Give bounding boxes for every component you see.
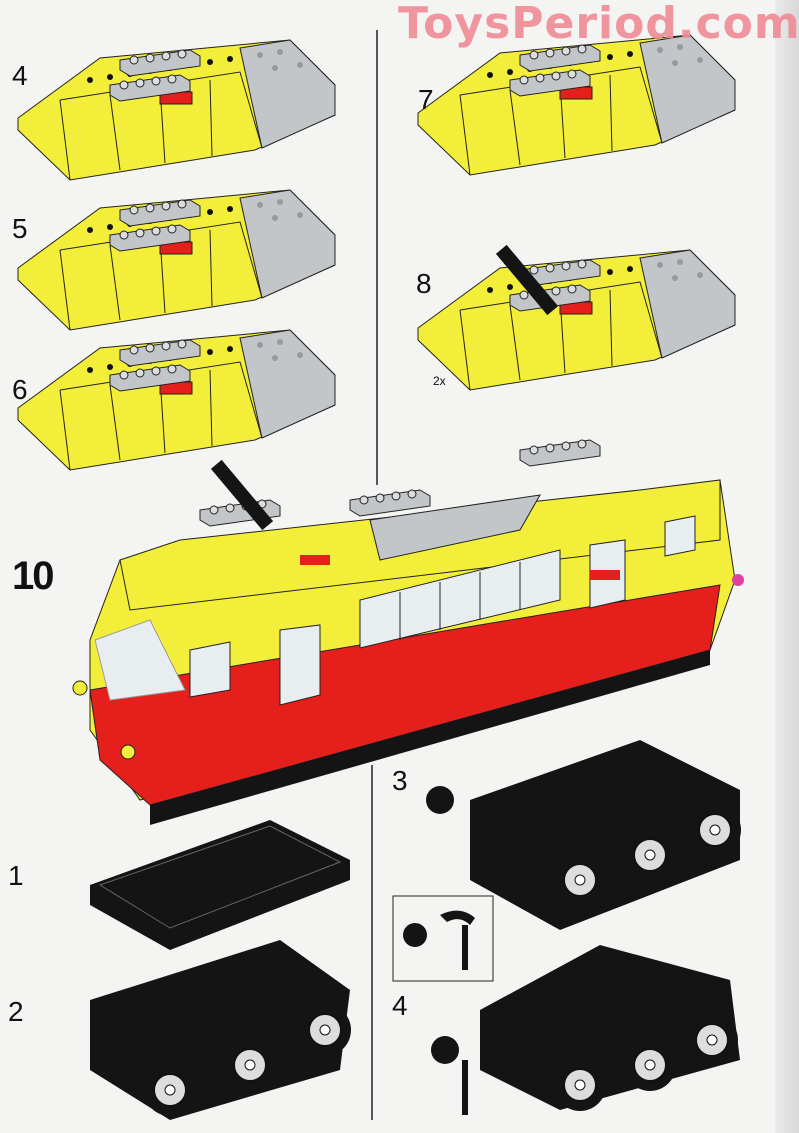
roof-step-8 bbox=[418, 250, 735, 390]
step-number: 7 bbox=[418, 84, 434, 115]
step-number: 8 bbox=[416, 268, 432, 299]
chassis-assembly-3 bbox=[426, 740, 742, 930]
detail-inset bbox=[392, 895, 494, 982]
step-number: 4 bbox=[392, 990, 408, 1021]
chassis-wheels bbox=[90, 940, 352, 1120]
step-number-main: 10 bbox=[12, 554, 54, 598]
pantograph-bar bbox=[495, 244, 559, 316]
step-number: 4 bbox=[12, 60, 28, 91]
chassis-assembly-4 bbox=[431, 945, 740, 1115]
watermark: ToysPeriod.com bbox=[398, 0, 799, 49]
roof-step-6 bbox=[18, 330, 335, 470]
roof-step-5 bbox=[18, 190, 335, 330]
step-number: 5 bbox=[12, 213, 28, 244]
step-number: 3 bbox=[392, 765, 408, 796]
chassis-plate bbox=[90, 820, 350, 950]
step-number: 1 bbox=[8, 860, 24, 891]
step-number: 6 bbox=[12, 374, 28, 405]
page-edge bbox=[775, 0, 799, 1133]
tram-model bbox=[72, 439, 744, 825]
roof-step-7 bbox=[418, 35, 735, 175]
roof-step-4 bbox=[18, 40, 335, 180]
step-number: 2 bbox=[8, 996, 24, 1027]
multiplier-label: 2x bbox=[433, 374, 446, 388]
